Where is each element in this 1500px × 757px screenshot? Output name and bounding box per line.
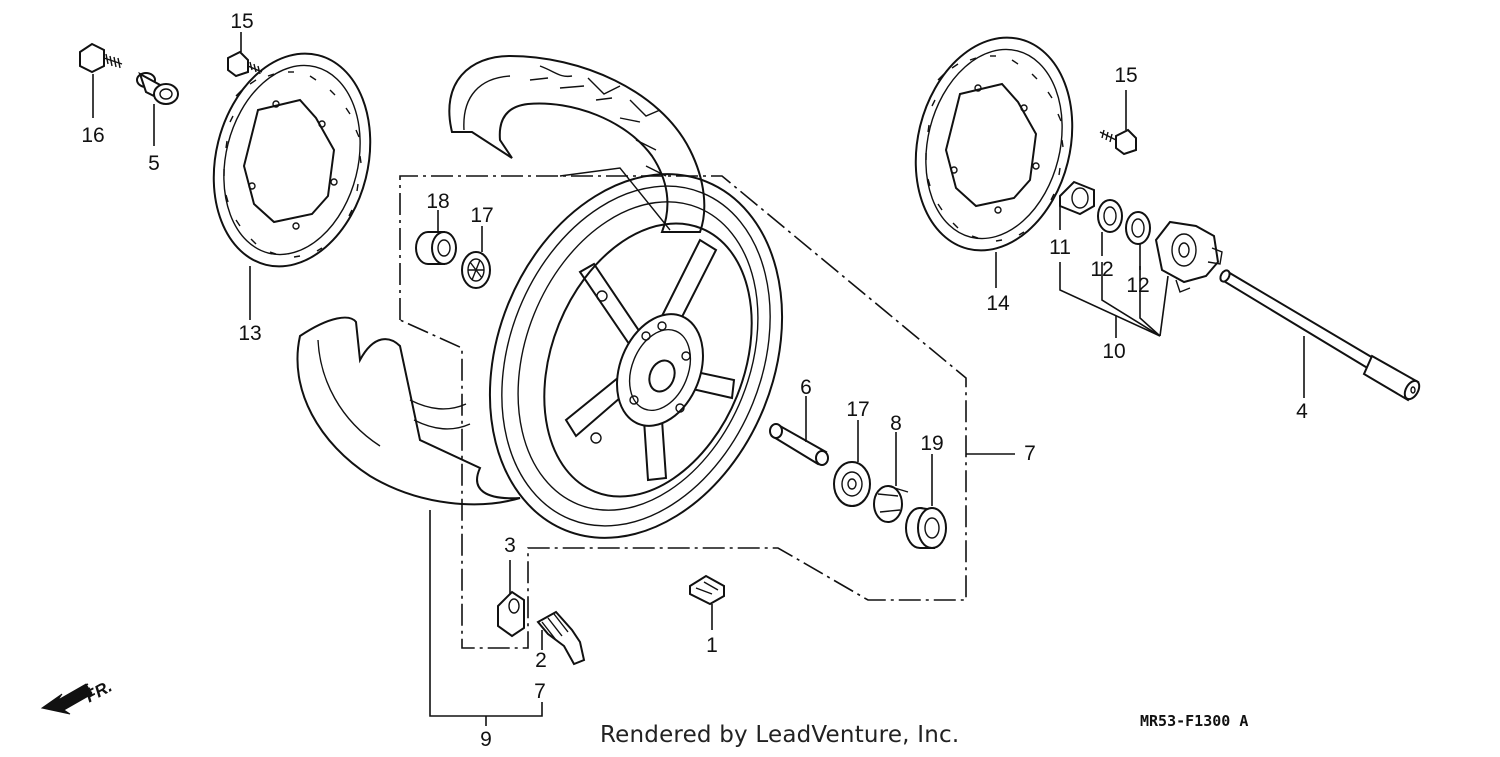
air-valve-part-2 (536, 610, 586, 666)
clip-part-1 (689, 574, 725, 630)
callout-5: 5 (148, 152, 160, 175)
direction-label: FR. (82, 677, 115, 707)
callout-1: 1 (706, 634, 718, 657)
callout-19: 19 (920, 432, 943, 455)
disc-bolt-part-15-left (227, 32, 263, 78)
callout-labels: 1 2 3 4 5 6 7 7 8 9 10 11 12 12 13 14 15… (81, 10, 1308, 751)
callout-17-right: 17 (846, 398, 869, 421)
brake-disc-part-14 (914, 36, 1074, 288)
valve-seal-part-3 (497, 560, 525, 638)
callout-3: 3 (504, 534, 516, 557)
wheel-rim (488, 173, 784, 539)
brake-disc-part-13 (212, 52, 372, 320)
retainer-part-8 (873, 432, 909, 523)
callout-4: 4 (1296, 400, 1308, 423)
disc-bolt-part-15-right (1099, 90, 1137, 156)
callout-15-left: 15 (230, 10, 253, 33)
callout-12-left: 12 (1090, 258, 1113, 281)
callout-10: 10 (1102, 340, 1125, 363)
collar-part-5 (136, 71, 179, 146)
oil-seal-part-17-left (461, 226, 491, 289)
speedometer-gearbox (1154, 220, 1223, 293)
assembly-brackets (399, 175, 1169, 726)
render-credit: Rendered by LeadVenture, Inc. (600, 722, 960, 748)
tire-lower-part (296, 316, 521, 506)
bearing-part-19 (905, 454, 947, 549)
callout-12-right: 12 (1126, 274, 1149, 297)
bearing-part-18 (415, 210, 457, 265)
oil-seal-part-17-right (833, 420, 871, 507)
diagram-code: MR53-F1300 A (1140, 712, 1249, 730)
callout-7-bottom: 7 (534, 680, 546, 703)
dust-seal-part-12-b (1125, 211, 1151, 270)
flange-bolt-part-16 (79, 42, 123, 118)
callout-13: 13 (238, 322, 261, 345)
callout-14: 14 (986, 292, 1010, 315)
callout-17-left: 17 (470, 204, 493, 227)
callout-15-right: 15 (1114, 64, 1137, 87)
callout-8: 8 (890, 412, 902, 435)
forward-direction-arrow-icon: FR. (40, 677, 115, 715)
callout-7-right: 7 (1024, 442, 1036, 465)
callout-16: 16 (81, 124, 104, 147)
callout-6: 6 (800, 376, 812, 399)
retainer-part-11 (1059, 180, 1095, 230)
callout-18: 18 (426, 190, 449, 213)
dust-seal-part-12-a (1097, 199, 1123, 256)
callout-11: 11 (1049, 236, 1071, 259)
tire-upper-part (448, 54, 706, 233)
callout-2: 2 (535, 649, 547, 672)
axle-part-4 (1219, 269, 1421, 402)
callout-9: 9 (480, 728, 492, 751)
distance-collar-part-6 (769, 396, 829, 466)
